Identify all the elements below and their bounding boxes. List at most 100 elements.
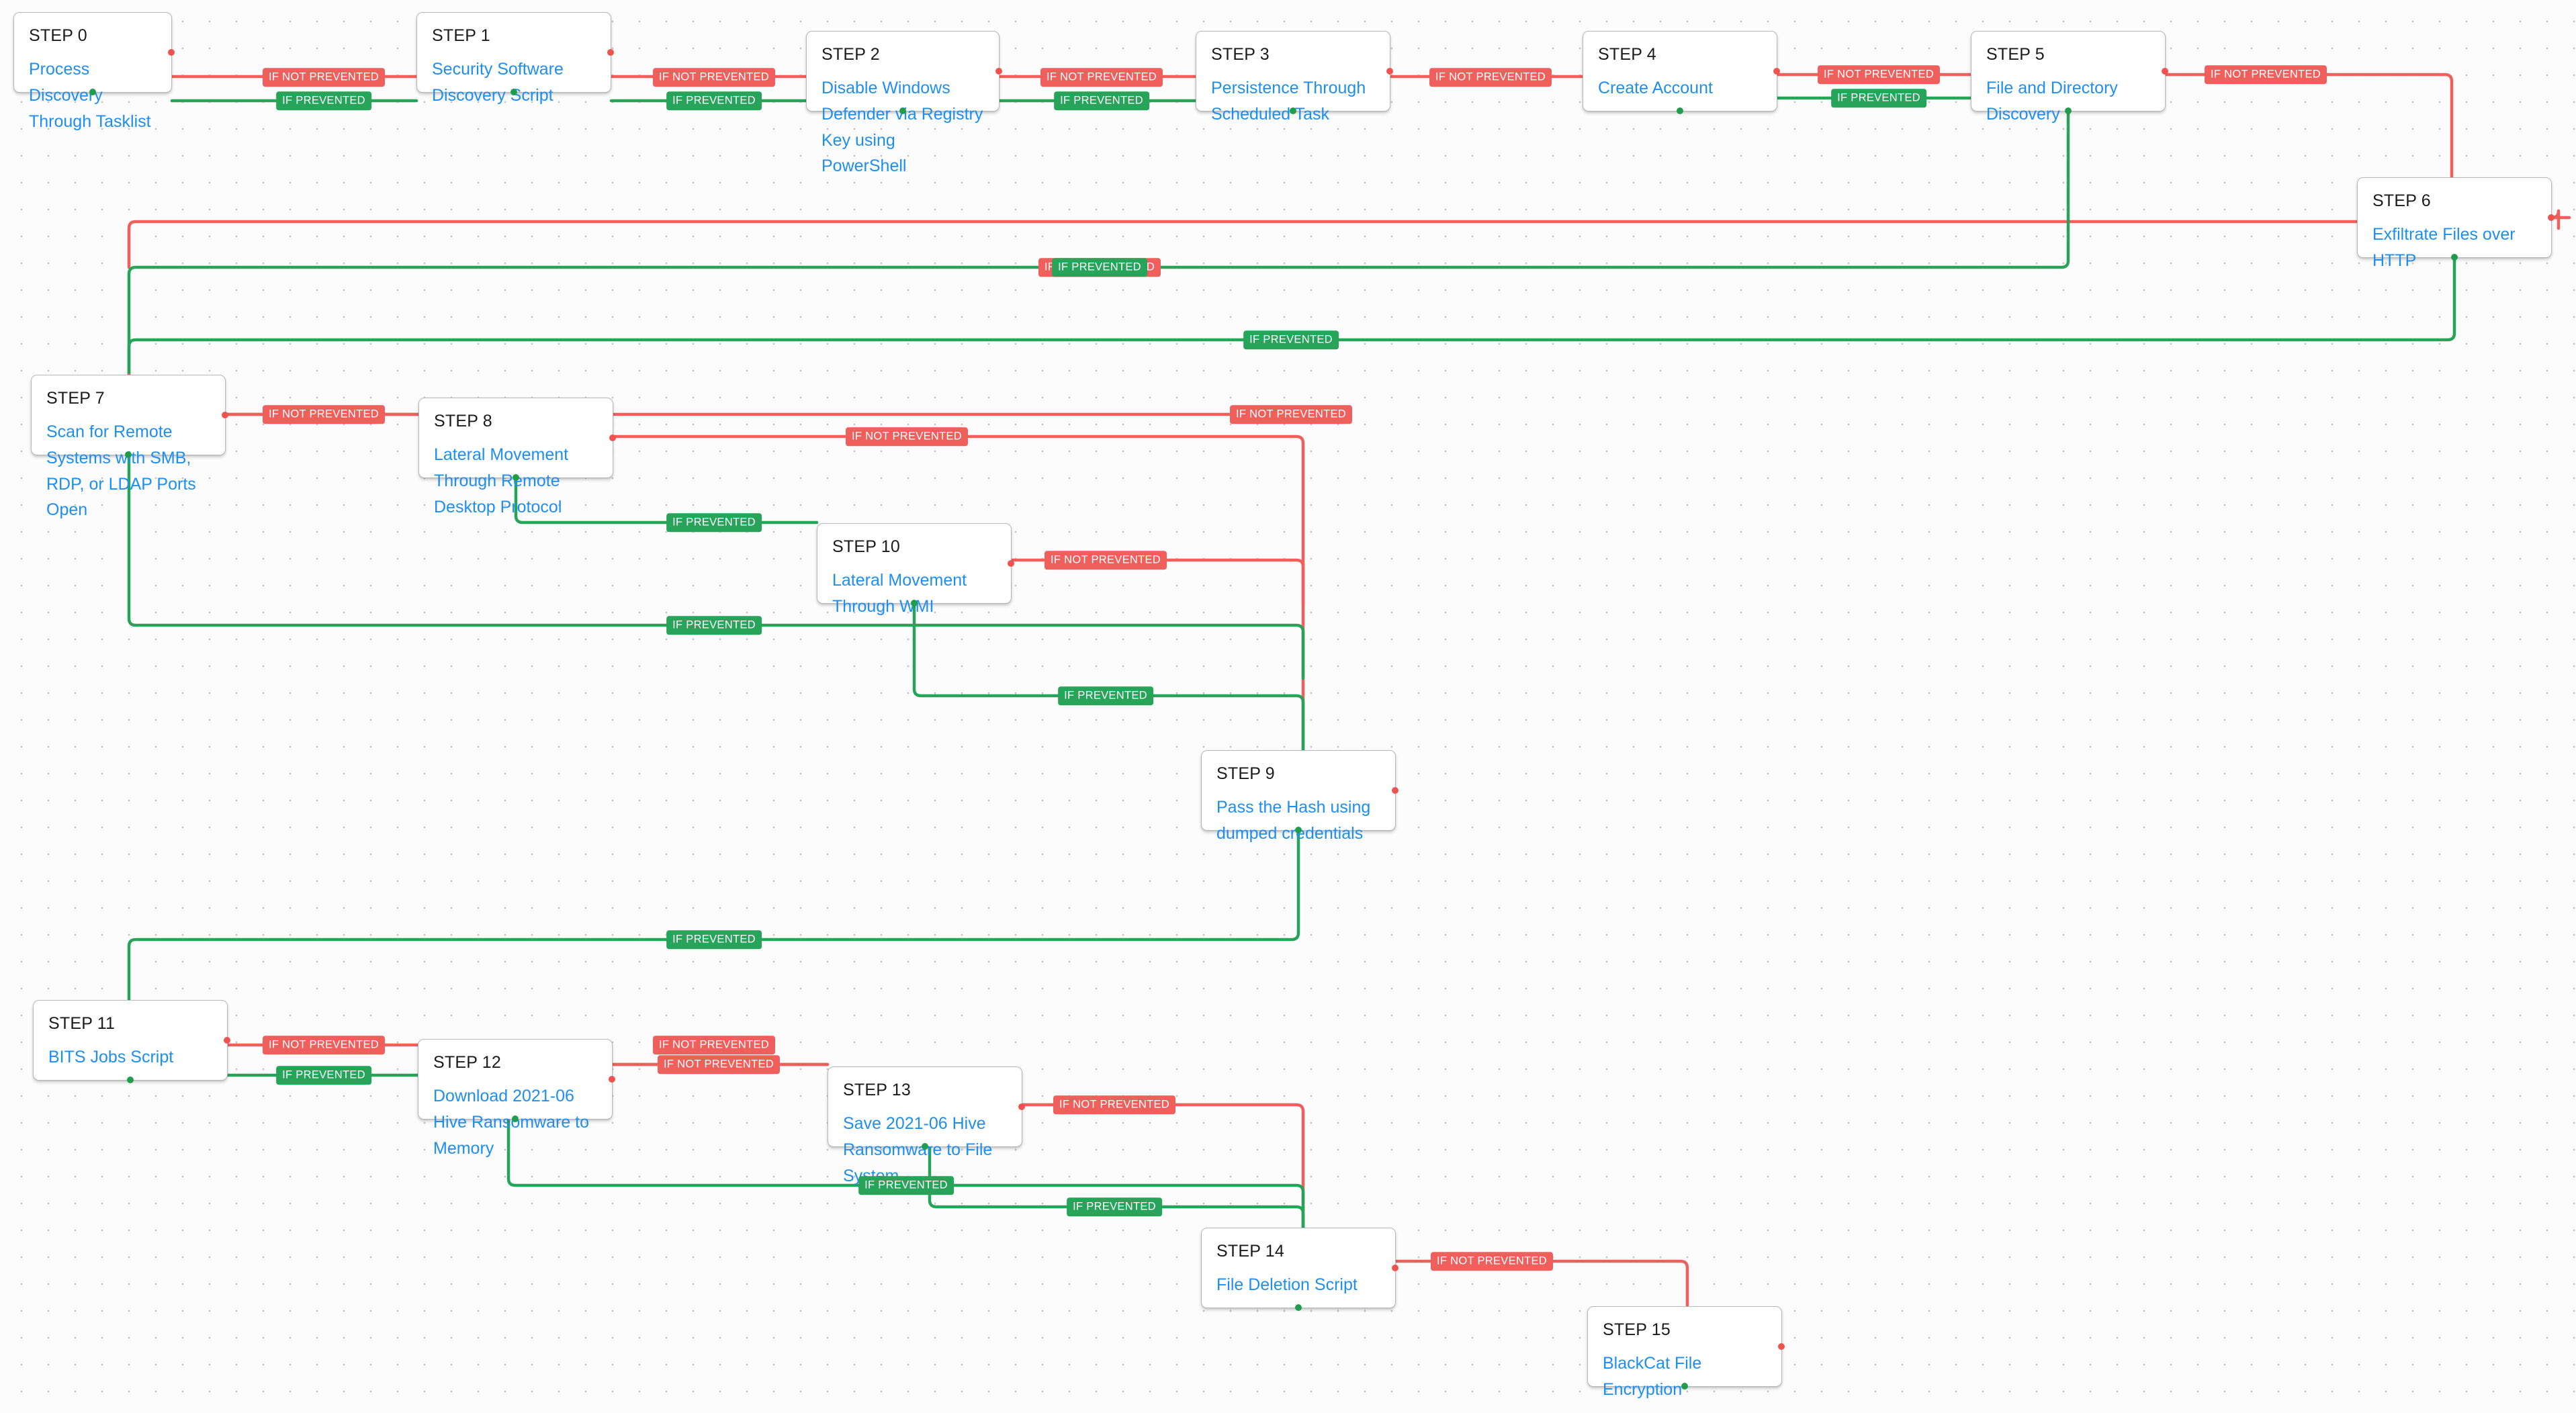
edge-s6-s7-not-prevented	[127, 220, 2460, 269]
source-handle-right-icon[interactable]	[1392, 1265, 1398, 1271]
edge-label-s0-s1-prevented[interactable]: IF PREVENTED	[276, 91, 371, 110]
source-handle-bottom-icon[interactable]	[512, 1115, 519, 1122]
edge-s5-s6-not-prevented	[2164, 73, 2454, 179]
source-handle-bottom-icon[interactable]	[1295, 1304, 1302, 1311]
source-handle-bottom-icon[interactable]	[2065, 107, 2072, 114]
edge-label-s6-s7-prevented[interactable]: IF PREVENTED	[1243, 330, 1339, 349]
edge-label-s3-s4-not_prevented[interactable]: IF NOT PREVENTED	[1429, 68, 1552, 87]
edge-label-s4-s5-not_prevented[interactable]: IF NOT PREVENTED	[1817, 65, 1941, 84]
node-step-label: STEP 1	[432, 26, 490, 45]
edge-label-s12-s13-not_prevented[interactable]: IF NOT PREVENTED	[652, 1036, 776, 1054]
node-title-label: Security Software Discovery Script	[432, 60, 564, 105]
node-title-label: Process Discovery Through Tasklist	[29, 60, 151, 131]
edge-label-s11-s12-not_prevented[interactable]: IF NOT PREVENTED	[262, 1036, 386, 1054]
node-title-label: Download 2021-06 Hive Ransomware to Memo…	[433, 1087, 590, 1158]
node-s3[interactable]: STEP 3 Persistence Through Scheduled Task	[1196, 31, 1393, 124]
source-handle-right-icon[interactable]	[1018, 1103, 1025, 1110]
edge-label-s9-s11-not_prevented[interactable]: IF NOT PREVENTED	[1229, 405, 1353, 424]
source-handle-right-icon[interactable]	[2162, 68, 2168, 75]
node-title-label: Persistence Through Scheduled Task	[1211, 79, 1366, 124]
node-step-label: STEP 13	[843, 1081, 911, 1099]
source-handle-right-icon[interactable]	[222, 412, 228, 418]
node-s1[interactable]: STEP 1 Security Software Discovery Script	[416, 12, 614, 105]
source-handle-bottom-icon[interactable]	[922, 1143, 928, 1150]
source-handle-right-icon[interactable]	[609, 1076, 615, 1083]
edge-label-s5-s6-not_prevented[interactable]: IF NOT PREVENTED	[2204, 65, 2327, 84]
node-title-label: Disable Windows Defender via Registry Ke…	[821, 79, 983, 176]
edge-label-s12-s13-not_prevented[interactable]: IF NOT PREVENTED	[657, 1055, 781, 1074]
source-handle-right-icon[interactable]	[1773, 68, 1780, 75]
node-title-label: Create Account	[1598, 79, 1713, 97]
source-handle-right-icon[interactable]	[1392, 787, 1398, 794]
node-s0[interactable]: STEP 0 Process Discovery Through Tasklist	[13, 12, 175, 131]
node-step-label: STEP 5	[1986, 45, 2045, 64]
node-title-label: Exfiltrate Files over HTTP	[2372, 225, 2516, 270]
edge-label-s4-s5-prevented[interactable]: IF PREVENTED	[1831, 89, 1926, 107]
edge-label-s1-s2-not_prevented[interactable]: IF NOT PREVENTED	[652, 68, 776, 87]
node-step-label: STEP 15	[1603, 1320, 1671, 1339]
edge-label-s13-s14-not_prevented[interactable]: IF NOT PREVENTED	[1053, 1095, 1176, 1114]
source-handle-bottom-icon[interactable]	[911, 600, 918, 606]
edge-label-s2-s3-not_prevented[interactable]: IF NOT PREVENTED	[1040, 68, 1163, 87]
node-step-label: STEP 0	[29, 26, 87, 45]
source-handle-bottom-icon[interactable]	[127, 1077, 134, 1083]
edge-label-s11-s12-prevented[interactable]: IF PREVENTED	[276, 1066, 371, 1085]
edge-label-s9-s11-prevented[interactable]: IF PREVENTED	[666, 930, 762, 949]
edge-label-s5-s7-prevented[interactable]: IF PREVENTED	[1052, 258, 1147, 277]
edge-label-s7-s11-prevented[interactable]: IF PREVENTED	[666, 616, 762, 635]
edge-label-s1-s2-prevented[interactable]: IF PREVENTED	[666, 91, 762, 110]
edge-label-s14-s15-not_prevented[interactable]: IF NOT PREVENTED	[1430, 1252, 1554, 1271]
edge-label-s12-s14-prevented[interactable]: IF PREVENTED	[858, 1176, 954, 1195]
source-handle-right-icon[interactable]	[224, 1037, 230, 1044]
edge-label-s10-s11-prevented[interactable]: IF PREVENTED	[1058, 686, 1153, 705]
edge-label-s2-s3-prevented[interactable]: IF PREVENTED	[1054, 91, 1149, 110]
edge-label-s8-s10-prevented[interactable]: IF PREVENTED	[666, 513, 762, 532]
source-handle-bottom-icon[interactable]	[125, 451, 132, 458]
source-handle-bottom-icon[interactable]	[1677, 107, 1683, 114]
node-title-label: Lateral Movement Through WMI	[832, 571, 967, 616]
edge-label-s8-s9-not_prevented[interactable]: IF NOT PREVENTED	[845, 427, 969, 446]
source-handle-bottom-icon[interactable]	[510, 89, 517, 95]
source-handle-right-icon[interactable]	[168, 49, 175, 56]
source-handle-right-icon[interactable]	[609, 435, 616, 441]
node-s6[interactable]: STEP 6 Exfiltrate Files over HTTP	[2357, 177, 2555, 270]
node-step-label: STEP 10	[832, 537, 900, 556]
source-handle-right-icon[interactable]	[1778, 1343, 1785, 1350]
source-handle-bottom-icon[interactable]	[513, 474, 519, 481]
edge-label-s0-s1-not_prevented[interactable]: IF NOT PREVENTED	[262, 68, 386, 87]
node-title-label: Lateral Movement Through Remote Desktop …	[434, 445, 569, 516]
source-handle-bottom-icon[interactable]	[1681, 1383, 1688, 1389]
source-handle-bottom-icon[interactable]	[2451, 254, 2458, 261]
node-s10[interactable]: STEP 10 Lateral Movement Through WMI	[817, 523, 1014, 616]
source-handle-right-icon[interactable]	[995, 68, 1002, 75]
node-step-label: STEP 6	[2372, 191, 2431, 210]
edge-label-s10-s9-not_prevented[interactable]: IF NOT PREVENTED	[1044, 551, 1167, 569]
edge-label-s13-s14-prevented[interactable]: IF PREVENTED	[1067, 1197, 1162, 1216]
source-handle-bottom-icon[interactable]	[899, 107, 906, 114]
edge-s6-out-stub	[2550, 209, 2568, 230]
source-handle-bottom-icon[interactable]	[89, 89, 96, 95]
source-handle-right-icon[interactable]	[1386, 68, 1393, 75]
edge-s5-s7-prevented	[127, 109, 2070, 377]
source-handle-right-icon[interactable]	[1008, 560, 1014, 567]
node-step-label: STEP 3	[1211, 45, 1270, 64]
source-handle-right-icon[interactable]	[607, 49, 614, 56]
edge-label-s7-s8-not_prevented[interactable]: IF NOT PREVENTED	[262, 405, 386, 424]
node-step-label: STEP 9	[1216, 764, 1275, 783]
source-handle-bottom-icon[interactable]	[1295, 827, 1302, 833]
source-handle-right-icon[interactable]	[2548, 214, 2555, 221]
source-handle-bottom-icon[interactable]	[1290, 107, 1296, 114]
